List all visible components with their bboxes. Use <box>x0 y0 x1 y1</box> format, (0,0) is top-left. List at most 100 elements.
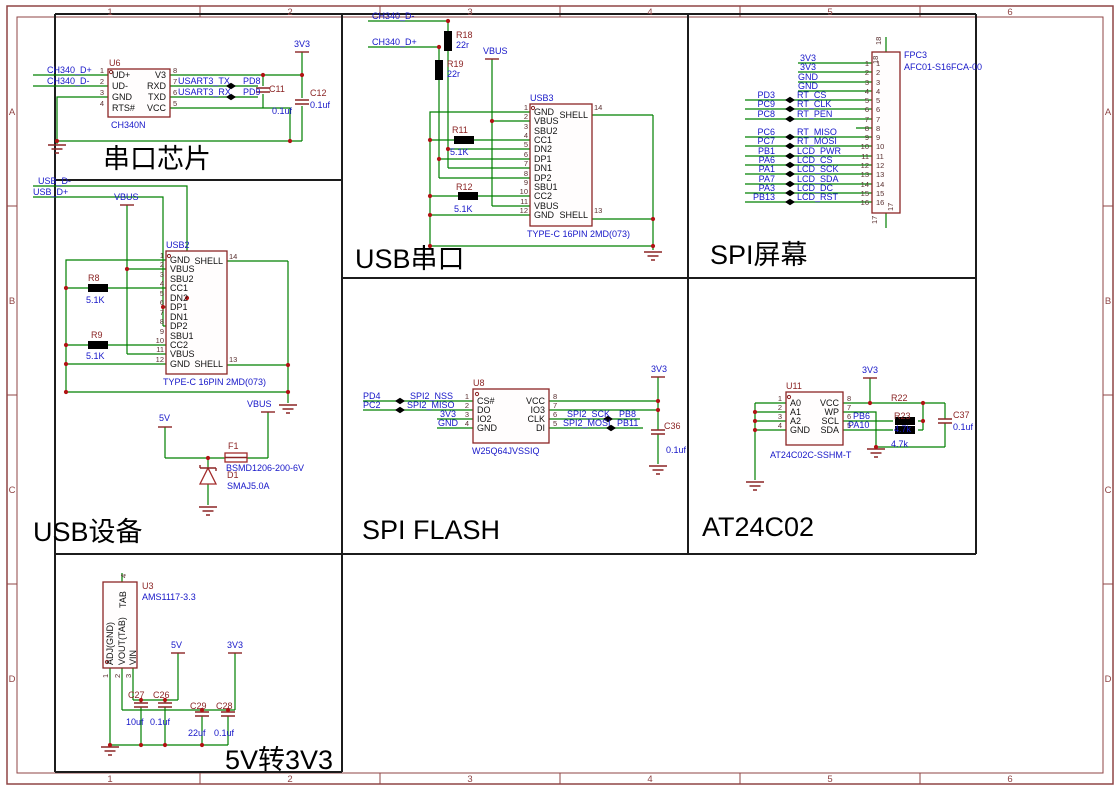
spi-screen-label-3-46: 3 <box>876 78 880 87</box>
serial-chip-label-3v3-28: 3V3 <box>294 39 310 49</box>
usb-device-label-5v-38: 5V <box>159 413 170 423</box>
regulator-wires <box>109 573 236 746</box>
usb-serial-label-gnd-21: GND <box>534 107 555 117</box>
usb-device-label-sbu2-19: SBU2 <box>170 274 194 284</box>
spi-screen-label-lcd-cs-19: LCD_CS <box>797 155 833 165</box>
at24c02-label-u11-0: U11 <box>786 381 802 391</box>
spi-flash-label-1-8: 1 <box>465 392 469 401</box>
spi-flash-wires <box>363 377 659 464</box>
gnd-symbol <box>100 746 120 756</box>
regulator-5v-3v3-label-ams1117-3-3-1: AMS1117-3.3 <box>142 592 196 602</box>
spi-flash-label-vcc-20: VCC <box>526 396 546 406</box>
usb-device-label-r8-33: R8 <box>88 273 100 283</box>
usb-device-label-shell-29: SHELL <box>194 256 223 266</box>
at24c02-label-gnd-13: GND <box>790 425 811 435</box>
spi-screen-label-lcd-pwr-17: LCD_PWR <box>797 146 842 156</box>
usb-device-label-14-31: 14 <box>229 252 237 261</box>
at24c02-label-7-7: 7 <box>847 403 851 412</box>
spi-screen-label-10-37: 10 <box>861 142 869 151</box>
gnd-symbol <box>47 144 67 154</box>
serial-chip-label-pd9-23: PD9 <box>243 87 261 97</box>
u8-flash-body <box>472 388 550 444</box>
serial-chip-label-3-6: 3 <box>100 88 104 97</box>
frame-ticks <box>7 6 1113 784</box>
usb-serial-label-6-14: 6 <box>524 150 528 159</box>
serial-chip-label-rxd-17: RXD <box>147 81 167 91</box>
spi-screen-label-10-53: 10 <box>876 142 884 151</box>
spi-screen-label-14-41: 14 <box>861 180 869 189</box>
spi-screen-label-pa3-24: PA3 <box>759 183 775 193</box>
regulator-5v-3v3-label-3v3-11: 3V3 <box>227 640 243 650</box>
spi-screen-label-5-48: 5 <box>876 96 880 105</box>
frame-row-left-C: C <box>9 485 16 496</box>
serial-chip-label-7-9: 7 <box>173 77 177 86</box>
at24c02-label-vcc-14: VCC <box>820 398 840 408</box>
usb3-connector-body <box>529 103 593 227</box>
serial-chip-label-8-8: 8 <box>173 66 177 75</box>
usb-serial-label-12-20: 12 <box>520 206 528 215</box>
spi-screen-label-3-30: 3 <box>865 78 869 87</box>
usb-serial-wires <box>368 20 654 250</box>
usb-device-label-vbus-2: VBUS <box>114 192 139 202</box>
usb-serial-label-r19-4: R19 <box>447 59 464 69</box>
regulator-5v-3v3-label-u3-0: U3 <box>142 581 154 591</box>
at24c02-label-pa10-20: PA10 <box>848 420 869 430</box>
at24c02-label-scl-16: SCL <box>821 416 839 426</box>
frame-col-bottom-2: 2 <box>287 774 292 785</box>
at24c02-label-3-4: 3 <box>778 412 782 421</box>
usb-serial-label-5-13: 5 <box>524 140 528 149</box>
usb-serial-label-ch340-d-0: CH340_D- <box>372 11 415 21</box>
at24c02-label-4-7k-23: 4.7k <box>894 424 912 434</box>
spi-screen-label-pc8-10: PC8 <box>757 109 775 119</box>
usb-serial-label-13-36: 13 <box>594 206 602 215</box>
spi-screen-label-1-44: 1 <box>876 59 880 68</box>
frame-row-left-B: B <box>9 296 15 307</box>
usb-device-label-13-32: 13 <box>229 355 237 364</box>
serial-chip-label-ch340-d-3: CH340_D- <box>47 76 90 86</box>
spi-screen-label-7-50: 7 <box>876 115 880 124</box>
block-title-at24c02: AT24C02 <box>702 512 814 542</box>
fpc3-connector-body <box>871 51 901 214</box>
usb-device-label-usb-d-0: USB_D- <box>38 176 71 186</box>
usb-serial-label-dn1-27: DN1 <box>534 163 552 173</box>
spi-flash-label-io3-21: IO3 <box>530 405 545 415</box>
usb-device-label-8-12: 8 <box>160 317 164 326</box>
at24c02-label-wp-15: WP <box>825 407 840 417</box>
usb2-connector-body <box>165 250 228 375</box>
usb-device-label-smaj5-0a-42: SMAJ5.0A <box>227 481 270 491</box>
regulator-5v-3v3-label-tab-2: TAB <box>118 591 128 608</box>
spi-flash-label-4-11: 4 <box>465 419 469 428</box>
spi-screen-label-lcd-sda-23: LCD_SDA <box>797 174 839 184</box>
spi-screen-label-fpc3-0: FPC3 <box>904 50 927 60</box>
gnd-symbol <box>648 465 668 475</box>
block-title-regulator: 5V转3V3 <box>225 745 333 775</box>
usb-serial-label-5-1k-40: 5.1K <box>454 204 473 214</box>
spi-flash-label-3v3-6: 3V3 <box>440 409 456 419</box>
serial-chip-label-v3-16: V3 <box>155 70 166 80</box>
usb-device-label-usb-d-1: USB_D+ <box>33 187 68 197</box>
usb-device-label-1-5: 1 <box>160 251 164 260</box>
r12-resistor <box>458 192 478 200</box>
usb-serial-label-r11-37: R11 <box>452 125 468 135</box>
usb-device-label-d1-41: D1 <box>227 470 239 480</box>
regulator-5v-3v3-label-0-1uf-19: 0.1uf <box>214 728 235 738</box>
components[interactable] <box>47 31 953 756</box>
block-title-spi-screen: SPI屏幕 <box>710 240 808 270</box>
usb-serial-label-2-10: 2 <box>524 112 528 121</box>
serial-chip-label-gnd-14: GND <box>112 92 133 102</box>
usb-serial-label-3-11: 3 <box>524 122 528 131</box>
spi-flash-label-pd4-2: PD4 <box>363 391 381 401</box>
serial-chip-label-vcc-19: VCC <box>147 103 167 113</box>
spi-screen-label-18-61: 18 <box>871 56 880 64</box>
spi-screen-label-13-40: 13 <box>861 170 869 179</box>
r11-resistor <box>454 136 474 144</box>
regulator-5v-3v3-label-vout-tab-4: VOUT(TAB) <box>117 617 127 665</box>
block-title-usb-device: USB设备 <box>33 517 143 547</box>
serial-chip-label-6-10: 6 <box>173 88 177 97</box>
pin1-mark <box>166 253 172 259</box>
spi-screen-label-pa7-22: PA7 <box>759 174 775 184</box>
c29-capacitor <box>194 711 210 717</box>
usb-serial-label-8-16: 8 <box>524 169 528 178</box>
frame-col-top-3: 3 <box>467 7 472 18</box>
